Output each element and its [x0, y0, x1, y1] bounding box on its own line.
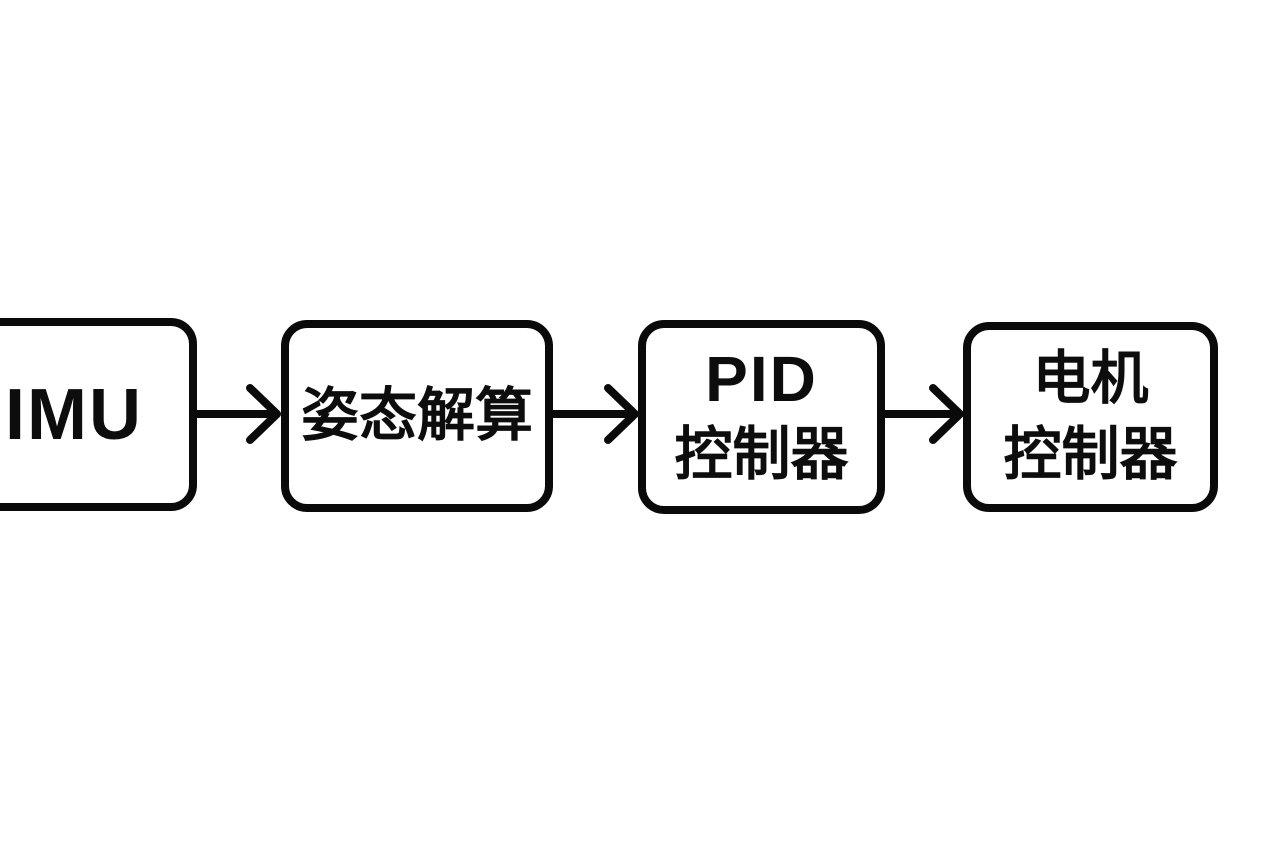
node-imu-label: IMU [5, 374, 143, 455]
arrow-imu-to-attitude-icon [191, 384, 281, 444]
node-pid-controller: PID 控制器 [638, 320, 885, 514]
node-imu: IMU [0, 318, 197, 511]
node-motor-controller-label-line1: 电机 [1032, 346, 1149, 411]
node-motor-controller-label-line2: 控制器 [1003, 422, 1178, 487]
node-motor-controller: 电机 控制器 [963, 322, 1218, 512]
node-pid-controller-label-line2: 控制器 [674, 422, 849, 487]
node-attitude-solver-label: 姿态解算 [300, 383, 533, 448]
arrow-pid-to-motor-icon [877, 384, 964, 444]
node-attitude-solver: 姿态解算 [281, 320, 553, 512]
arrow-attitude-to-pid-icon [545, 384, 639, 444]
node-pid-controller-label-line1: PID [705, 343, 818, 415]
